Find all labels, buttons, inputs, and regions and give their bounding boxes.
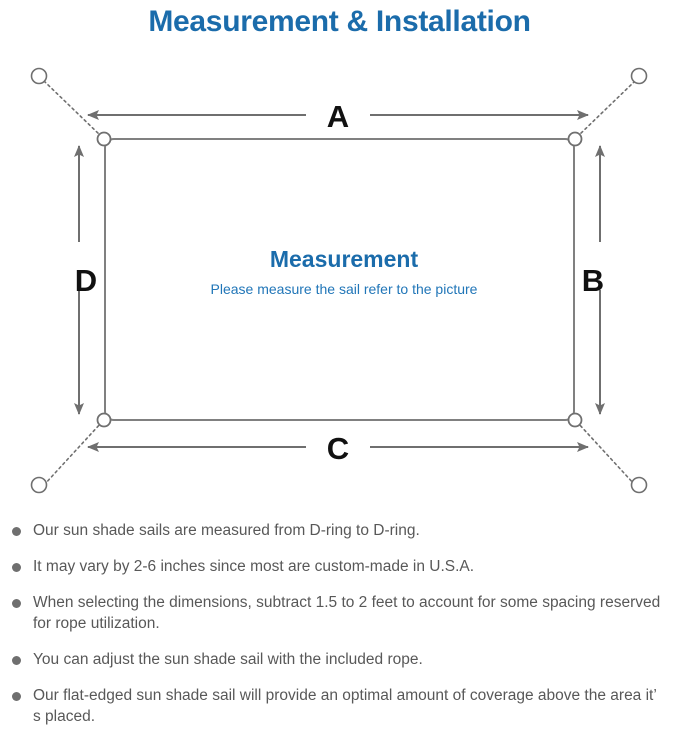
anchor-point-bottom-left bbox=[30, 476, 48, 494]
note-text: Our sun shade sails are measured from D-… bbox=[33, 522, 420, 539]
list-item: Our sun shade sails are measured from D-… bbox=[12, 520, 665, 541]
note-text: Our flat-edged sun shade sail will provi… bbox=[33, 687, 657, 725]
dimension-d: D bbox=[74, 145, 97, 415]
d-ring-bottom-left bbox=[96, 412, 112, 428]
list-item: When selecting the dimensions, subtract … bbox=[12, 592, 665, 634]
diagram-center-heading: Measurement bbox=[270, 246, 419, 272]
note-text: You can adjust the sun shade sail with t… bbox=[33, 651, 423, 668]
dimension-a-label: A bbox=[327, 99, 349, 134]
anchor-point-top-right bbox=[630, 67, 648, 85]
rope-line-top-right bbox=[577, 80, 636, 137]
note-text: When selecting the dimensions, subtract … bbox=[33, 594, 661, 632]
notes-list: Our sun shade sails are measured from D-… bbox=[0, 520, 679, 742]
page-title: Measurement & Installation bbox=[148, 5, 531, 38]
sun-shade-sail-measurement-diagram: A C D B Measurement Please measure the s… bbox=[0, 48, 679, 518]
shade-sail-body bbox=[104, 138, 575, 421]
anchor-point-bottom-right bbox=[630, 476, 648, 494]
rope-lines bbox=[43, 80, 636, 486]
note-text: It may vary by 2-6 inches since most are… bbox=[33, 558, 475, 575]
bullet-icon bbox=[12, 527, 21, 536]
bullet-icon bbox=[12, 563, 21, 572]
rope-line-top-left bbox=[43, 80, 102, 137]
diagram-center-subheading: Please measure the sail refer to the pic… bbox=[211, 281, 478, 297]
rope-line-bottom-left bbox=[43, 422, 102, 486]
d-ring-top-left bbox=[96, 131, 112, 147]
dimension-b-label: B bbox=[582, 263, 604, 298]
bullet-icon bbox=[12, 599, 21, 608]
rope-line-bottom-right bbox=[577, 422, 636, 486]
dimension-a: A bbox=[87, 99, 589, 134]
anchor-points bbox=[30, 67, 648, 494]
dimension-b: B bbox=[582, 145, 605, 415]
bullet-icon bbox=[12, 692, 21, 701]
d-rings bbox=[96, 131, 583, 428]
list-item: You can adjust the sun shade sail with t… bbox=[12, 649, 665, 670]
dimension-c-label: C bbox=[327, 431, 349, 466]
d-ring-top-right bbox=[567, 131, 583, 147]
d-ring-bottom-right bbox=[567, 412, 583, 428]
anchor-point-top-left bbox=[30, 67, 48, 85]
dimension-d-label: D bbox=[75, 263, 97, 298]
bullet-icon bbox=[12, 656, 21, 665]
list-item: It may vary by 2-6 inches since most are… bbox=[12, 556, 665, 577]
list-item: Our flat-edged sun shade sail will provi… bbox=[12, 685, 665, 727]
dimension-c: C bbox=[87, 431, 589, 466]
